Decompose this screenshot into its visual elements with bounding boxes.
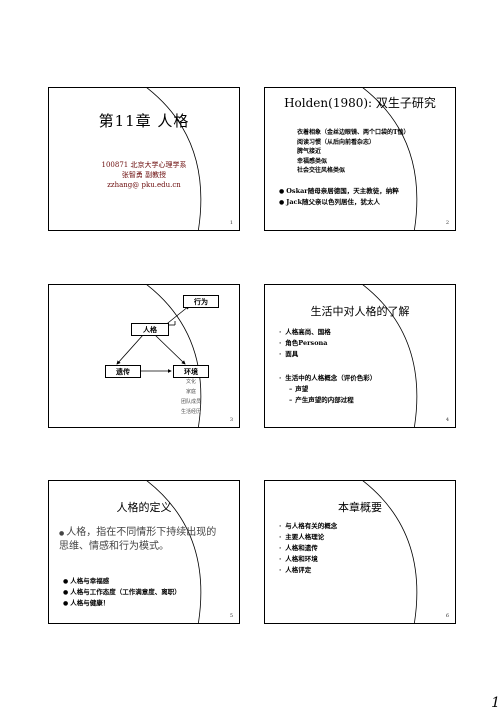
slide-4: 生活中对人格的了解 人格高尚、国格 角色Persona 面具 生活中的人格概念（…: [264, 284, 456, 428]
slide-title: 第11章 人格: [98, 112, 190, 130]
heredity-box: 遗传: [105, 365, 141, 378]
slide-1: 第11章 人格 100871 北京大学心理学系 张智勇 副教授 zzhang@ …: [48, 87, 240, 231]
slide-title: Holden(1980): 双生子研究: [284, 96, 436, 110]
slide-number: 2: [445, 220, 449, 226]
env-item: 家庭: [185, 389, 196, 395]
slide-number: 6: [445, 613, 449, 619]
author-email: zzhang@ pku.edu.cn: [107, 181, 181, 189]
list-item: 角色Persona: [279, 338, 331, 349]
env-item: 团队成员: [180, 399, 201, 405]
concept-list: 人格高尚、国格 角色Persona 面具: [279, 327, 331, 360]
slide-3: 行为 人格 遗传 环境 文化 家庭 团队成员 生活经历 3: [48, 284, 240, 428]
personality-box: 人格: [131, 323, 169, 336]
twin-bullets: Oskar随母亲居德国，天主教徒，纳粹 Jack随父亲以色列居住，犹太人: [279, 186, 399, 208]
author-info-line: 100871 北京大学心理学系: [101, 161, 187, 169]
slide-title: 本章概要: [338, 501, 382, 514]
list-item: 人格和遗传: [279, 543, 337, 554]
list-item: 社会交往风格类似: [297, 167, 346, 174]
list-item: 人格高尚、国格: [279, 327, 331, 338]
slide-2: Holden(1980): 双生子研究 衣着相象（金丝边眼镜、两个口袋的T恤） …: [264, 87, 456, 231]
relation-list: 人格与幸福感 人格与工作态度（工作满意度、离职） 人格与健康！: [63, 576, 181, 609]
slide-title: 人格的定义: [116, 501, 172, 514]
behavior-box: 行为: [183, 295, 219, 308]
slide-arc-decoration: [362, 285, 418, 427]
sub-item: 声望: [279, 384, 376, 395]
evaluation-list: 生活中的人格概念（评价色彩） 声望 产生声望的内部过程: [279, 373, 376, 406]
list-item: 人格与幸福感: [63, 576, 181, 587]
slide-arc-decoration: [362, 481, 418, 623]
slide-title: 生活中对人格的了解: [310, 305, 410, 318]
slide-6: 本章概要 与人格有关的概念 主要人格理论 人格和遗传 人格和环境 人格评定 6: [264, 480, 456, 624]
slide-arc-decoration: [362, 88, 418, 230]
author-info: 100871 北京大学心理学系 张智勇 副教授 zzhang@ pku.edu.…: [49, 160, 239, 190]
page-number: 1: [491, 695, 500, 711]
outline-list: 与人格有关的概念 主要人格理论 人格和遗传 人格和环境 人格评定: [279, 521, 337, 576]
list-item: 脾气接近: [297, 148, 322, 155]
list-item: 与人格有关的概念: [279, 521, 337, 532]
author-info-line: 张智勇 副教授: [121, 171, 167, 179]
list-item: 面具: [279, 349, 331, 360]
list-item: 人格与健康！: [63, 598, 181, 609]
slide-number: 3: [229, 417, 233, 423]
list-item: 衣着相象（金丝边眼镜、两个口袋的T恤）: [297, 129, 410, 136]
list-item: 人格与工作态度（工作满意度、离职）: [63, 587, 181, 598]
slide-number: 1: [229, 220, 233, 226]
list-item: 主要人格理论: [279, 532, 337, 543]
list-item: 阅读习惯（从后向前看杂志）: [297, 138, 376, 146]
list-item: 生活中的人格概念（评价色彩）: [279, 373, 376, 384]
list-item: 人格和环境: [279, 554, 337, 565]
env-item: 文化: [185, 379, 196, 385]
list-item: 人格评定: [279, 565, 337, 576]
definition-text: 人格，指在不同情形下持续出现的思维、情感和行为模式。: [59, 526, 219, 553]
slide-arc-decoration: [146, 481, 202, 623]
slide-arc-decoration: [146, 285, 202, 427]
sub-item: 产生声望的内部过程: [279, 395, 376, 406]
observation-list: 衣着相象（金丝边眼镜、两个口袋的T恤） 阅读习惯（从后向前看杂志） 脾气接近 幸…: [297, 128, 409, 176]
slide-5: 人格的定义 人格，指在不同情形下持续出现的思维、情感和行为模式。 人格与幸福感 …: [48, 480, 240, 624]
slide-number: 5: [229, 613, 233, 619]
slide-arc-decoration: [146, 88, 202, 230]
environment-box: 环境: [173, 365, 209, 378]
env-item: 生活经历: [180, 409, 201, 415]
list-item: 幸福感类似: [297, 157, 328, 165]
list-item: Oskar随母亲居德国，天主教徒，纳粹: [279, 186, 398, 197]
slide-number: 4: [445, 417, 449, 423]
list-item: Jack随父亲以色列居住，犹太人: [279, 197, 399, 208]
